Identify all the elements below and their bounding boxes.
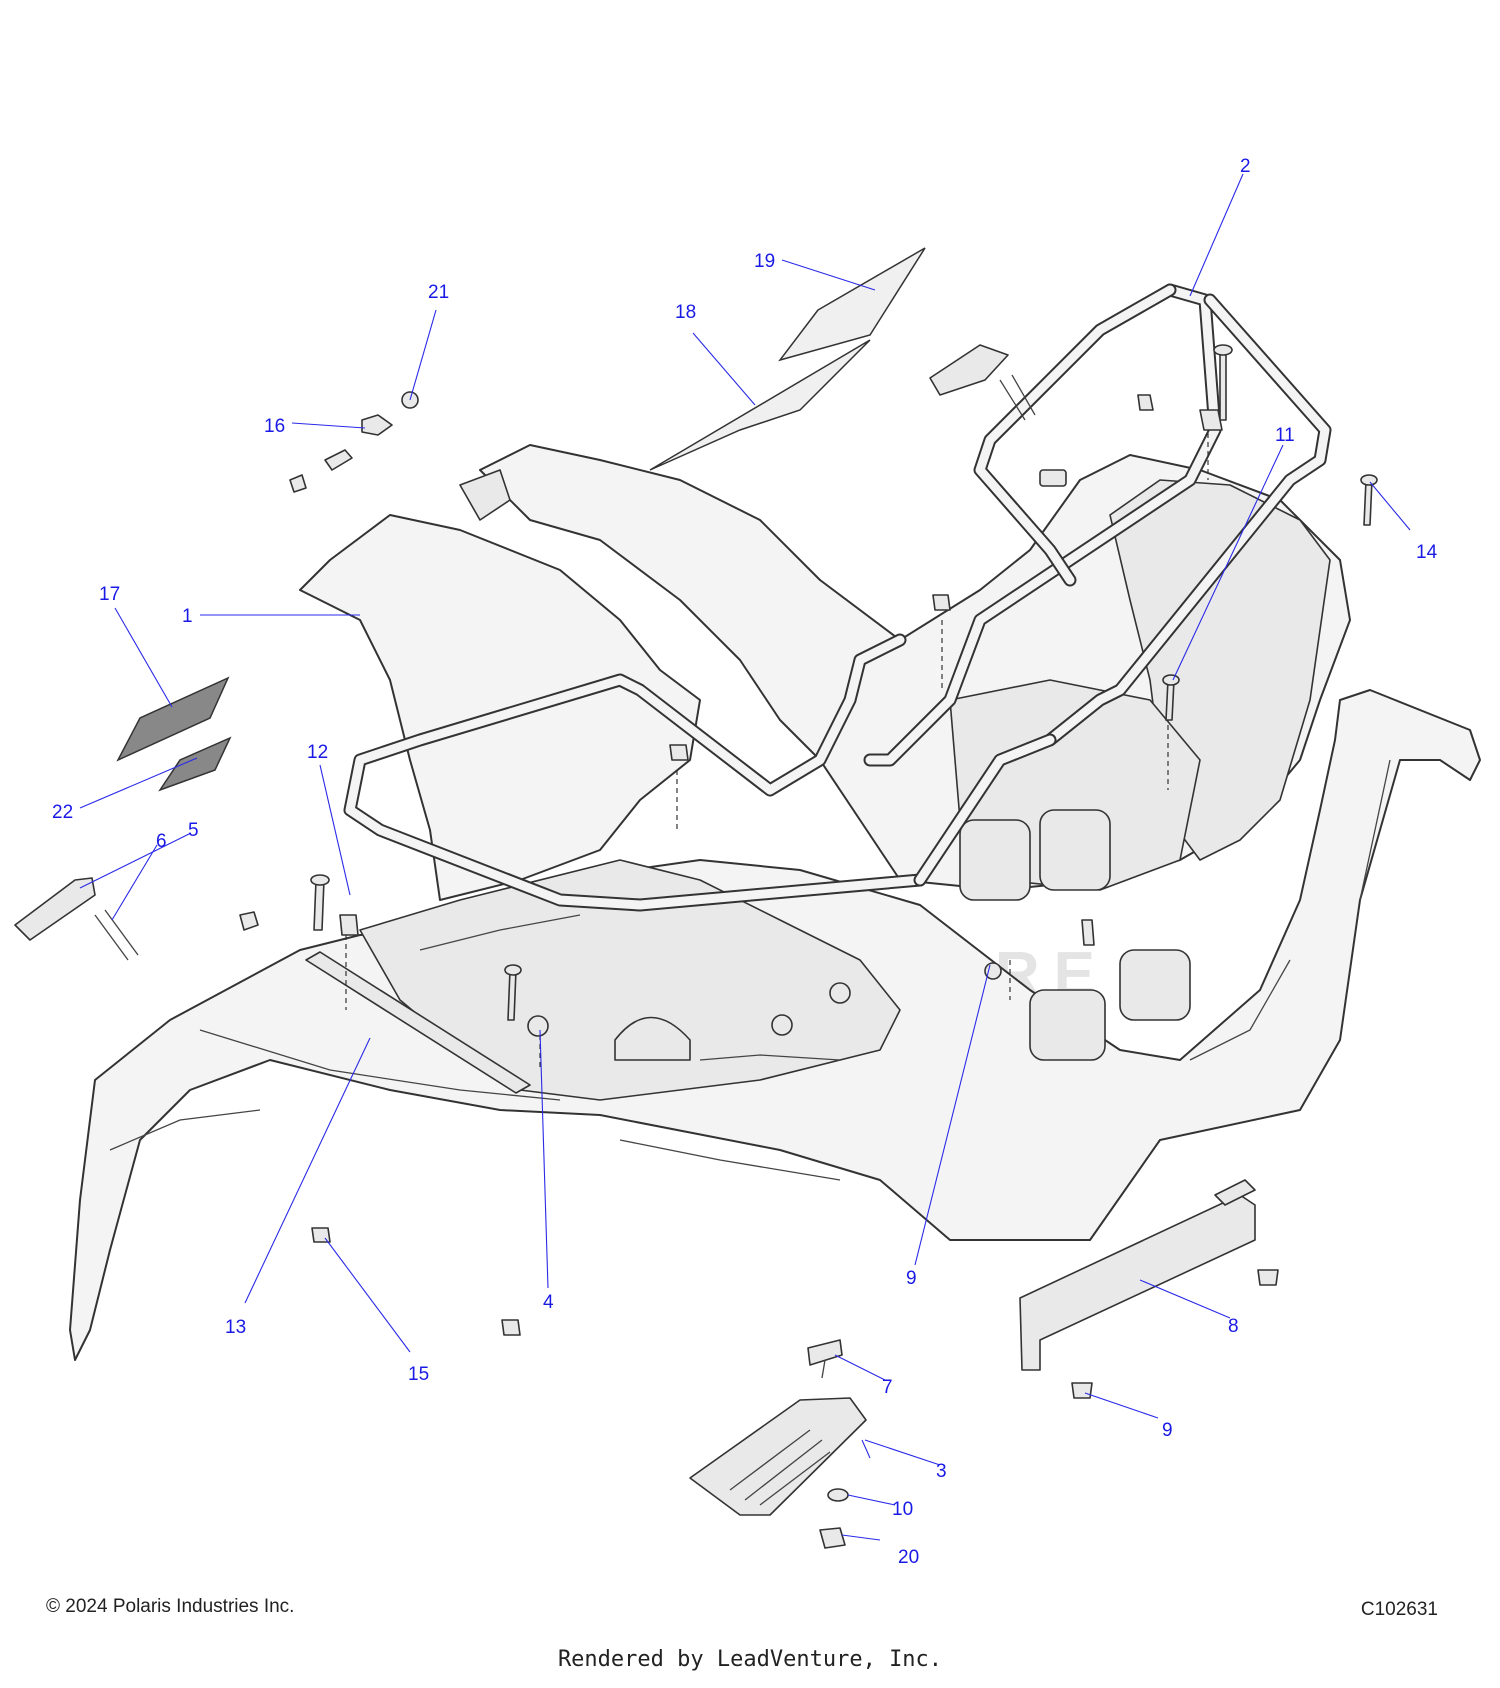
callout-16: 16 <box>264 416 285 437</box>
callout-8: 8 <box>1228 1316 1239 1337</box>
decals <box>116 247 926 792</box>
callout-1: 1 <box>182 606 193 627</box>
callout-20: 20 <box>898 1547 919 1568</box>
callout-22: 22 <box>52 802 73 823</box>
callout-6: 6 <box>156 831 167 852</box>
callout-12: 12 <box>307 742 328 763</box>
rendered-by-credit: Rendered by LeadVenture, Inc. <box>557 1647 943 1672</box>
callout-5: 5 <box>188 820 199 841</box>
rear-body-cab <box>69 444 1481 1361</box>
callout-11: 11 <box>1275 425 1295 446</box>
callout-19: 19 <box>754 251 775 272</box>
callout-4: 4 <box>543 1292 554 1313</box>
hardware <box>14 344 1378 1549</box>
leader-lines <box>79 173 1411 1541</box>
callout-9-upper: 9 <box>906 1268 917 1289</box>
callout-3: 3 <box>936 1461 947 1482</box>
callout-18: 18 <box>675 302 696 323</box>
callout-10: 10 <box>892 1499 913 1520</box>
callouts: 2 1 3 4 5 6 7 8 9 9 10 11 12 13 14 15 16… <box>52 156 1438 1568</box>
figure-code: C102631 <box>1360 1599 1438 1620</box>
copyright-notice: © 2024 Polaris Industries Inc. <box>46 1596 295 1617</box>
callout-15: 15 <box>408 1364 429 1385</box>
callout-9-lower: 9 <box>1162 1420 1173 1441</box>
callout-14: 14 <box>1416 542 1438 563</box>
callout-21: 21 <box>428 282 449 303</box>
callout-7: 7 <box>882 1377 893 1398</box>
callout-17: 17 <box>99 584 120 605</box>
callout-13: 13 <box>225 1317 246 1338</box>
callout-2: 2 <box>1240 156 1251 177</box>
cargo-rack <box>343 283 1332 912</box>
